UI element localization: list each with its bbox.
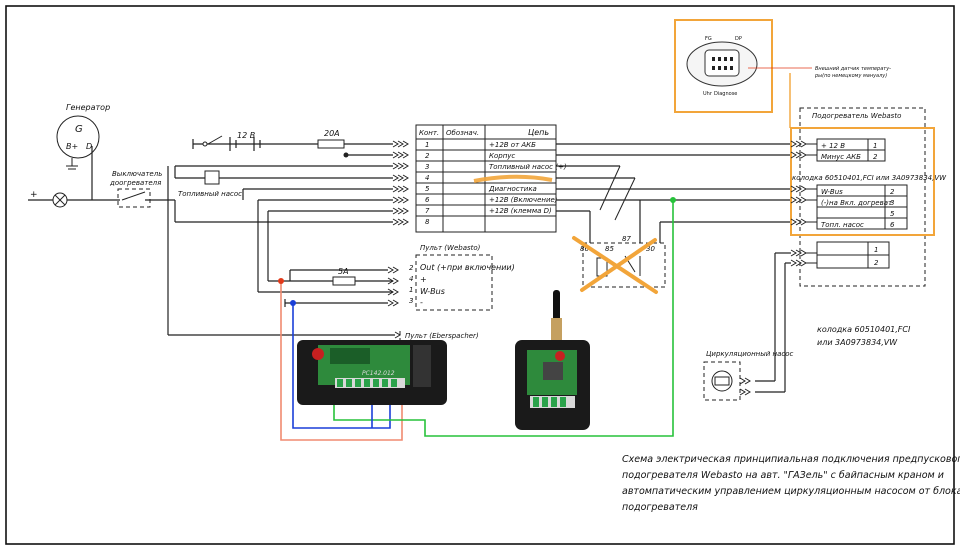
heater-row-b4-num: 6 [890, 221, 895, 229]
caption: Схема электрическая принципиальная подкл… [622, 454, 960, 513]
webasto-pin-2: 2 [409, 264, 414, 272]
fuel-pump-label: Топливный насос [178, 190, 242, 198]
relay-pin-85: 85 [605, 245, 614, 253]
relay-pin-86: 86 [580, 245, 589, 253]
table-row-7-num: 7 [425, 207, 430, 215]
junction-green [670, 197, 676, 203]
table-row-2-circuit: Корпус [489, 152, 515, 160]
caption-line-4: подогревателя [622, 502, 698, 513]
junction-blue [290, 300, 296, 306]
inset-fg: FG [705, 36, 712, 42]
gsm-module-middle [515, 290, 590, 430]
heater-title: Подогреватель Webasto [812, 112, 901, 120]
relay-pin-87: 87 [622, 235, 631, 243]
fuel-pump-icon [204, 170, 220, 185]
heater-row-b3-num: 5 [890, 210, 895, 218]
heater-highlight [790, 127, 935, 236]
webasto-wbus-label: W-Bus [420, 287, 445, 296]
heater-row-b4: Топл. насос [821, 221, 864, 229]
table-row-1-num: 1 [425, 141, 429, 149]
generator-bplus-label: B+ [66, 142, 78, 151]
module-left-print: PC142.012 [362, 370, 395, 377]
webasto-out-label: Out (+при включении) [420, 263, 515, 272]
webasto-plus-label: + [420, 275, 427, 284]
webasto-remote-title: Пульт (Webasto) [420, 244, 481, 252]
eberspacher-title: Пульт (Eberspacher) [405, 332, 479, 340]
gsm-module-left: PC142.012 [297, 340, 447, 405]
table-row-6-num: 6 [425, 196, 430, 204]
inset-uhr: Uhr [703, 91, 713, 97]
caption-line-2: подогревателя Webasto на авт. "ГАЗель" с… [622, 470, 944, 481]
table-row-5-num: 5 [425, 185, 430, 193]
heater-row-b2-num: 3 [890, 199, 894, 207]
table-row-2-num: 2 [425, 152, 430, 160]
drawing-frame [5, 5, 955, 545]
switch-title-1: Выключатель [112, 170, 162, 178]
warning-lamp-icon [52, 192, 68, 208]
table-row-4-num: 4 [425, 174, 429, 182]
caption-line-1: Схема электрическая принципиальная подкл… [622, 454, 960, 465]
heater-row-c2-num: 2 [874, 259, 879, 267]
heater-row-a2: Минус АКБ [821, 153, 861, 161]
heater-webasto: Подогреватель Webasto + 12 В 1 Минус АКБ… [790, 107, 947, 287]
caption-line-3: автомпатическим управлением циркуляционн… [622, 486, 960, 497]
circ-pump-label: Циркуляционный насос [706, 350, 794, 358]
battery-label: 12 В [237, 131, 255, 140]
heater-row-a2-num: 2 [873, 153, 878, 161]
generator: Генератор G B+ D [56, 103, 110, 200]
junction-red [278, 278, 284, 284]
fuse-20a [317, 139, 345, 149]
table-header-desig: Обознач. [446, 129, 479, 137]
circulation-pump: Циркуляционный насос [703, 350, 794, 401]
table-row-3-num: 3 [425, 163, 429, 171]
table-row-8-num: 8 [425, 218, 430, 226]
heater-switch: Выключатель доогревателя [109, 170, 175, 208]
inset-note-1: Внешний датчик температу- [815, 66, 891, 72]
block2-label-1: колодка 60510401,FCI [817, 325, 911, 334]
heater-row-b2: (-)на Вкл. догреват [821, 199, 893, 207]
colored-wires [280, 200, 674, 441]
heater-row-c1-num: 1 [874, 246, 878, 254]
webasto-remote: Пульт (Webasto) Out (+при включении) + W… [387, 244, 515, 311]
heater-row-a1: + 12 В [821, 142, 845, 150]
generator-d-label: D [86, 142, 92, 151]
fuse-20a-label: 20A [324, 129, 340, 138]
heater-row-b1-num: 2 [890, 188, 895, 196]
table-header-num: Конт. [419, 129, 439, 137]
table-row-3-circuit: Топливный насос (+) [489, 163, 567, 171]
table-row-5-circuit: Диагностика [488, 185, 537, 193]
webasto-minus-label: - [420, 298, 423, 307]
plus-sign: + [30, 190, 38, 200]
table-row-6-circuit: +12В (Включение) [489, 196, 558, 204]
webasto-pin-4: 4 [409, 275, 413, 283]
heater-row-b1: W-Bus [821, 188, 843, 196]
switch-title-2: доогревателя [109, 179, 161, 187]
inset-diagnose: Diagnose [714, 91, 737, 97]
table-row-1-circuit: +12В от АКБ [489, 141, 536, 149]
webasto-pin-3: 3 [409, 297, 413, 305]
fuse-5a [332, 276, 356, 286]
generator-title: Генератор [66, 103, 110, 112]
inset-dp: DP [735, 36, 742, 42]
heater-row-a1-num: 1 [873, 142, 877, 150]
relay-pin-30: 30 [646, 245, 655, 253]
generator-g-label: G [75, 124, 83, 135]
sensor-connector-inset: FG DP Uhr Diagnose [674, 19, 812, 113]
cross-out-mark [572, 236, 658, 294]
table-header-circuit: Цепь [528, 128, 549, 137]
table-row-7-circuit: +12В (клемма D) [489, 207, 552, 215]
block2-label-2: или 3A0973834,VW [817, 338, 898, 347]
main-connector-pins [392, 140, 409, 226]
inset-note-2: ры(по немецкому мануалу) [814, 73, 887, 79]
highlight-mark [473, 174, 553, 183]
fuse-5a-label: 5A [338, 267, 349, 276]
heater-block-label: колодка 60510401,FCI или 3A0973834,VW [792, 174, 947, 182]
webasto-pin-1: 1 [409, 286, 413, 294]
